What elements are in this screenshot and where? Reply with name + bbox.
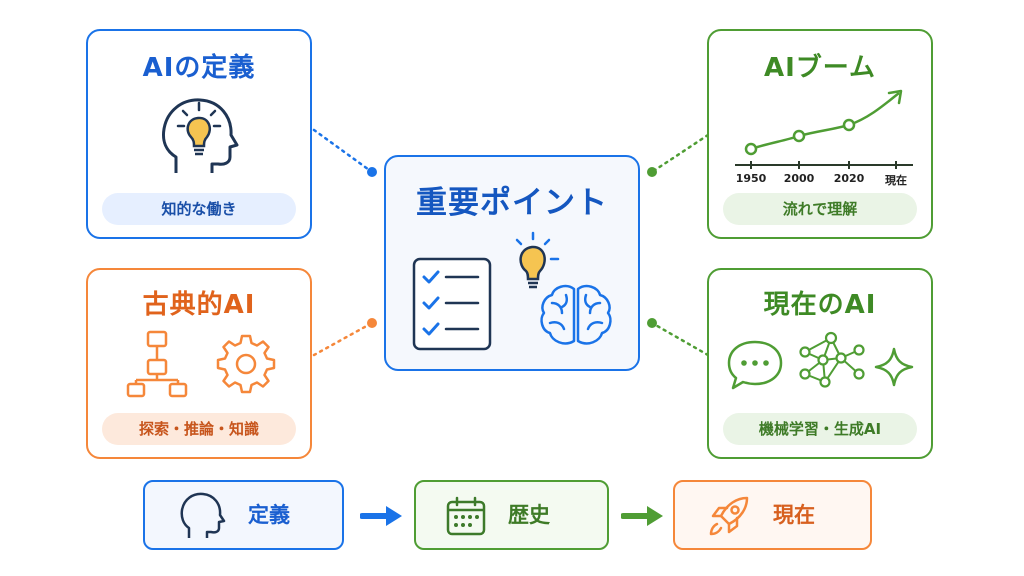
card-pill: 知的な働き [102, 193, 296, 225]
card-title: 古典的AI [142, 290, 256, 320]
card-ai-boom: AIブーム 1950 2000 2020 現在 流れで理解 [707, 29, 933, 239]
card-ai-definition: AIの定義 知的な働き [86, 29, 312, 239]
card-pill: 流れで理解 [723, 193, 917, 225]
flow-step-current: 現在 [673, 480, 872, 550]
center-key-points-card: 重要ポイント [384, 155, 640, 371]
timeline-label: 現在 [885, 174, 907, 187]
chat-bubble-icon [727, 340, 783, 390]
card-title: AIブーム [763, 53, 877, 83]
flow-step-definition: 定義 [143, 480, 344, 550]
flow-step-history: 歴史 [414, 480, 609, 550]
card-current-ai: 現在のAI 機械学習・生成AI [707, 268, 933, 459]
timeline-label: 1950 [735, 172, 767, 185]
card-title: 現在のAI [763, 290, 877, 320]
flow-step-label: 現在 [773, 503, 815, 527]
neural-network-icon [799, 331, 865, 388]
brain-icon [540, 284, 612, 345]
arrow-right-icon [360, 506, 402, 526]
flow-step-label: 定義 [248, 503, 290, 527]
card-classical-ai: 古典的AI 探索・推論・知識 [86, 268, 312, 459]
card-title: AIの定義 [142, 53, 256, 83]
flowchart-icon [126, 330, 188, 398]
checklist-icon [412, 257, 492, 351]
calendar-icon [446, 496, 486, 536]
gear-icon [216, 334, 276, 394]
flow-step-label: 歴史 [508, 503, 550, 527]
lightbulb-icon [515, 231, 560, 289]
card-pill: 機械学習・生成AI [723, 413, 917, 445]
rocket-icon [709, 496, 749, 536]
card-pill: 探索・推論・知識 [102, 413, 296, 445]
sparkle-icon [874, 347, 914, 387]
growth-timeline-icon [735, 89, 913, 169]
timeline-label: 2000 [783, 172, 815, 185]
arrow-right-icon [621, 506, 663, 526]
head-profile-icon [180, 492, 226, 538]
timeline-label: 2020 [833, 172, 865, 185]
head-lightbulb-icon [162, 98, 239, 173]
center-title: 重要ポイント [416, 185, 608, 221]
